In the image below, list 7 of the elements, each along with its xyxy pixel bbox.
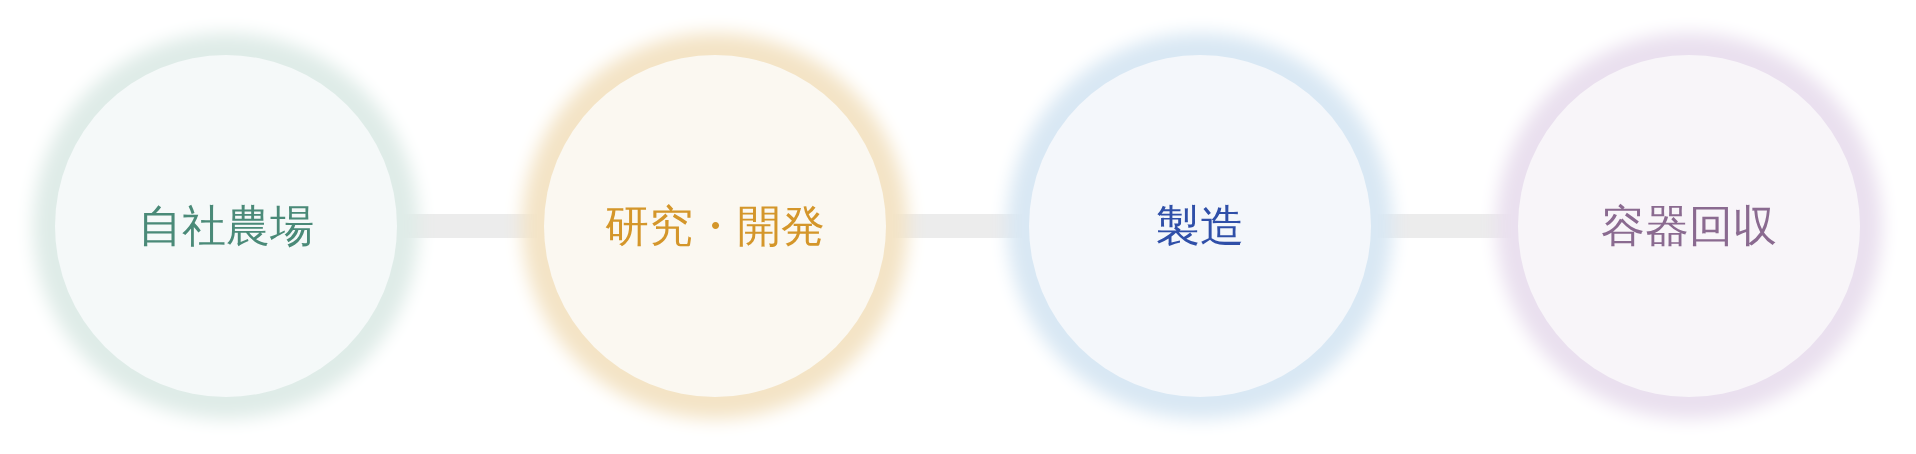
step-label: 自社農場 [138,200,314,253]
step-label: 製造 [1156,200,1244,253]
step-label: 研究・開発 [605,200,825,253]
connector-bar [1371,214,1518,238]
connector-bar [886,214,1029,238]
step-label: 容器回収 [1601,200,1777,253]
connector-bar [397,214,544,238]
